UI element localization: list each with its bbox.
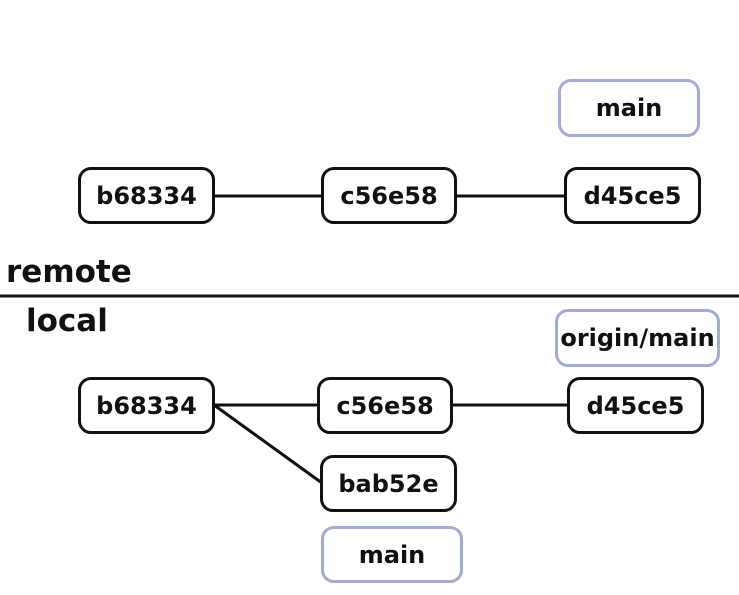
- local-commit-d45ce5: d45ce5: [567, 377, 704, 434]
- remote-commit-c56e58: c56e58: [321, 167, 457, 224]
- local-origin-main-label: origin/main: [555, 309, 720, 367]
- edge-local-b68334-bab52e: [213, 403, 323, 485]
- local-commit-bab52e: bab52e: [320, 455, 457, 512]
- remote-section-label: remote: [6, 254, 132, 290]
- local-section-label: local: [26, 303, 108, 339]
- remote-commit-d45ce5: d45ce5: [564, 167, 701, 224]
- remote-commit-b68334: b68334: [78, 167, 215, 224]
- local-commit-b68334: b68334: [78, 377, 215, 434]
- local-main-branch-label: main: [321, 526, 463, 583]
- local-commit-c56e58: c56e58: [317, 377, 453, 434]
- remote-main-branch-label: main: [558, 79, 700, 137]
